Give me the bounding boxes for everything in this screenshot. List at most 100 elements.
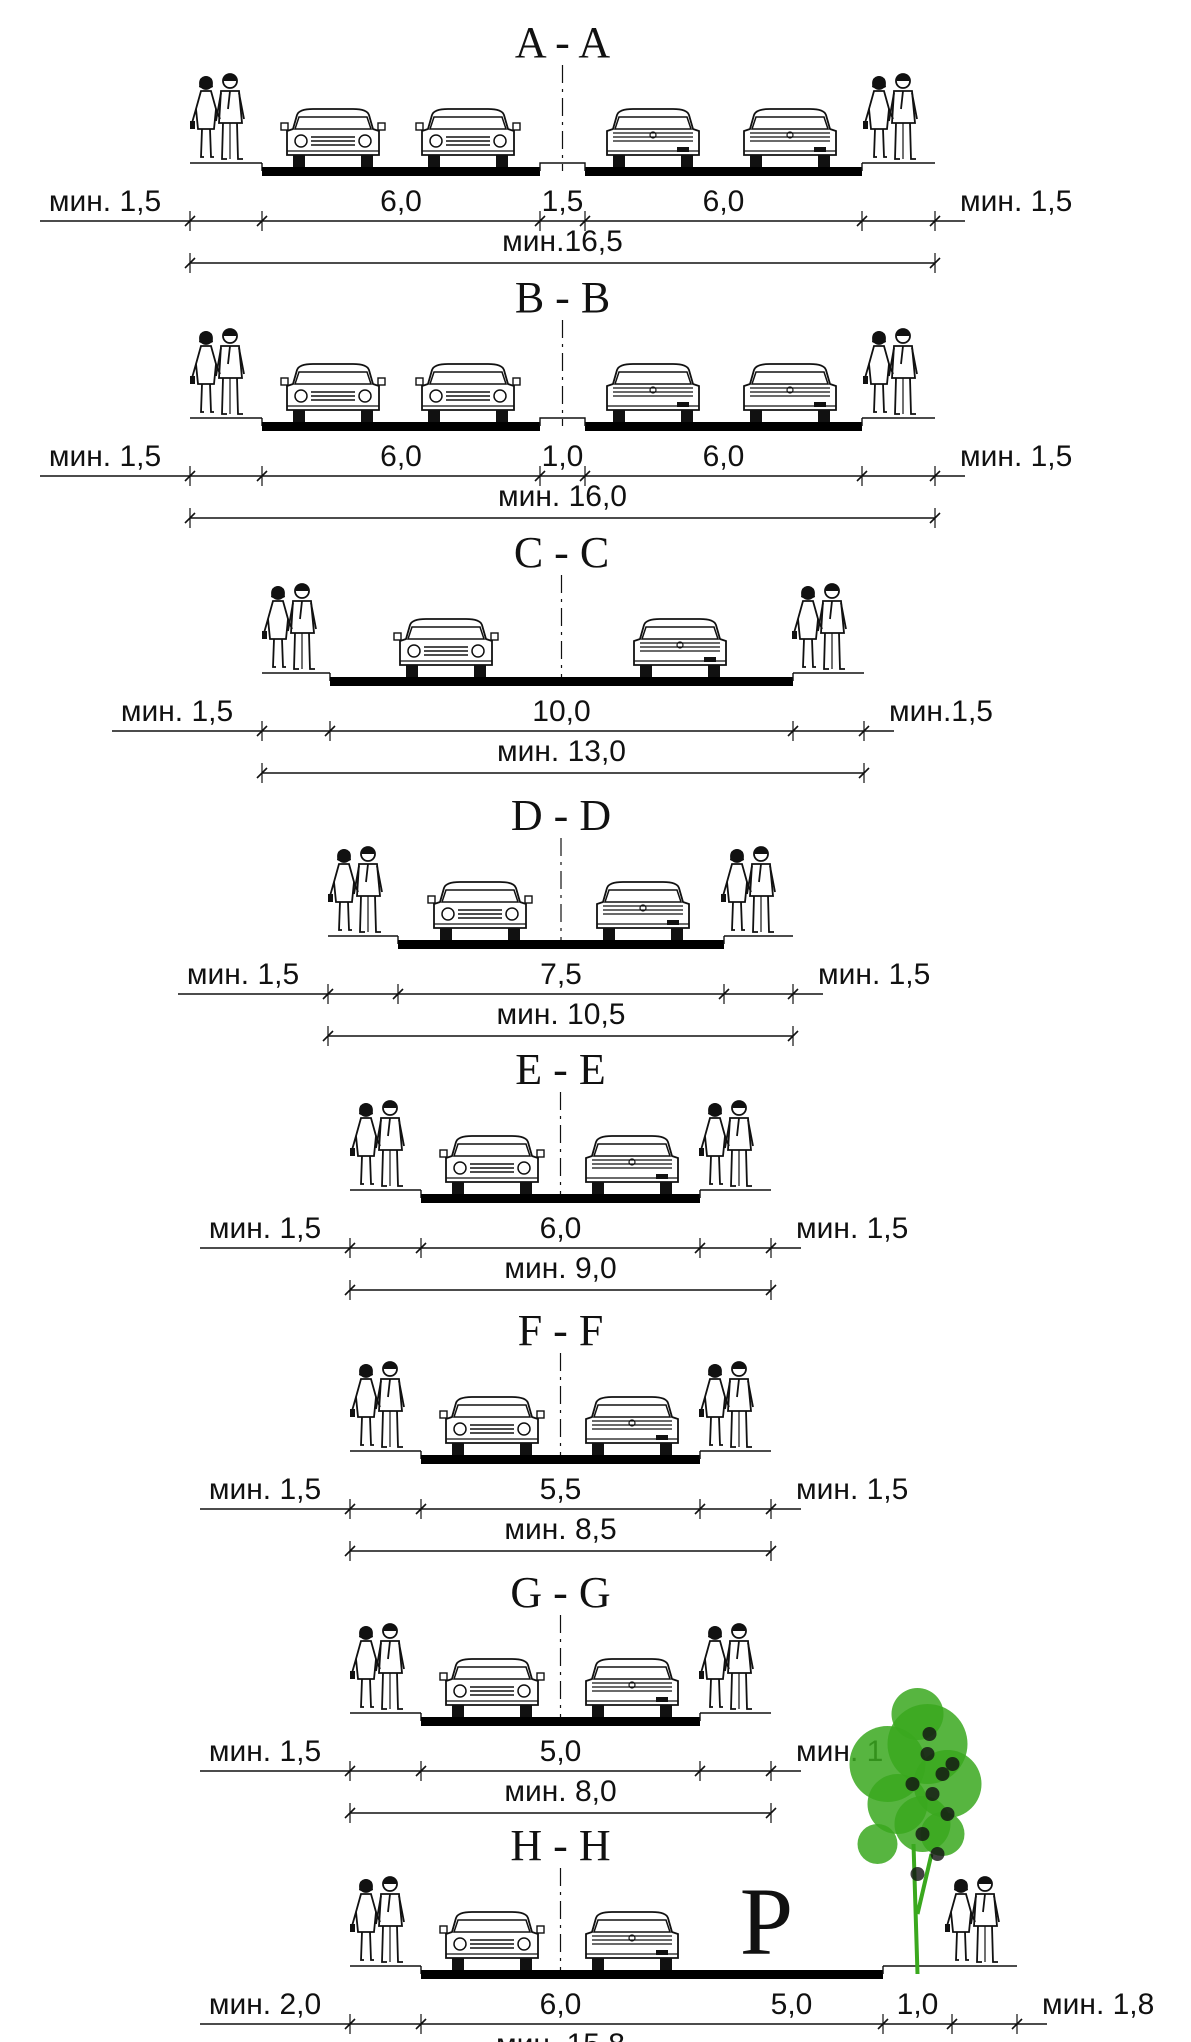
tree-shadow-mark bbox=[915, 1827, 930, 1841]
tree-foliage bbox=[891, 1688, 944, 1740]
parking-symbol: P bbox=[740, 1868, 793, 1975]
tree-icon bbox=[849, 1688, 982, 1975]
carriageway bbox=[421, 1455, 700, 1464]
median-width-label: 1,0 bbox=[542, 440, 584, 473]
carriageway bbox=[421, 1717, 700, 1726]
tree-shadow-mark bbox=[905, 1777, 920, 1791]
tree-shadow-mark bbox=[920, 1747, 935, 1761]
tree-shadow-mark bbox=[925, 1787, 940, 1801]
sidewalk-left-width-label: мин. 2,0 bbox=[209, 1988, 321, 2021]
carriageway bbox=[330, 677, 793, 686]
carriageway-left bbox=[262, 422, 540, 431]
tree-strip-width-label: 1,0 bbox=[897, 1988, 939, 2021]
carriageway-right bbox=[585, 167, 862, 176]
sidewalk-left-width-label: мин. 1,5 bbox=[49, 185, 161, 218]
sidewalk-left-width-label: мин. 1,5 bbox=[209, 1735, 321, 1768]
total-width-label: мин.16,5 bbox=[502, 225, 623, 258]
sidewalk-right-width-label: мин. 1,5 bbox=[960, 185, 1072, 218]
car-rear-icon bbox=[743, 108, 837, 168]
median-width-label: 1,5 bbox=[542, 185, 584, 218]
pedestrian-couple-icon bbox=[698, 1623, 754, 1710]
total-width-label: мин. 10,5 bbox=[496, 998, 625, 1031]
carriageway-width-label: 5,5 bbox=[540, 1473, 582, 1506]
car-front-icon bbox=[393, 618, 499, 678]
sidewalk-right-width-label: мин.1,5 bbox=[889, 695, 993, 728]
tree-shadow-mark bbox=[935, 1767, 950, 1781]
car-front-icon bbox=[439, 1658, 545, 1718]
total-width-label: мин. 16,0 bbox=[498, 480, 627, 513]
pedestrian-couple-icon bbox=[698, 1100, 754, 1187]
sidewalk-right-width-label: мин. 1,5 bbox=[818, 958, 930, 991]
car-rear-icon bbox=[633, 618, 727, 678]
car-rear-icon bbox=[606, 363, 700, 423]
sidewalk-right-width-label: мин. 1,5 bbox=[796, 1473, 908, 1506]
carriageway-left bbox=[262, 167, 540, 176]
total-width-label: мин. 13,0 bbox=[497, 735, 626, 768]
pedestrian-couple-icon bbox=[349, 1361, 405, 1448]
carriageway bbox=[421, 1970, 883, 1979]
carriageway-right bbox=[585, 422, 862, 431]
car-rear-icon bbox=[606, 108, 700, 168]
sidewalk-left-width-label: мин. 1,5 bbox=[209, 1212, 321, 1245]
carriageway-width-label: 6,0 bbox=[703, 440, 745, 473]
car-rear-icon bbox=[743, 363, 837, 423]
total-width-label: мин. 8,0 bbox=[504, 1775, 616, 1808]
carriageway bbox=[398, 940, 724, 949]
sidewalk-left-width-label: мин. 1,5 bbox=[209, 1473, 321, 1506]
pedestrian-couple-icon bbox=[349, 1100, 405, 1187]
car-front-icon bbox=[415, 108, 521, 168]
section-title: H - H bbox=[510, 1821, 610, 1870]
tree-shadow-mark bbox=[910, 1867, 925, 1881]
tree-shadow-mark bbox=[930, 1847, 945, 1861]
section-title: G - G bbox=[510, 1568, 610, 1617]
car-front-icon bbox=[280, 363, 386, 423]
car-rear-icon bbox=[596, 881, 690, 941]
carriageway-width-label: 6,0 bbox=[540, 1988, 582, 2021]
carriageway bbox=[421, 1194, 700, 1203]
car-rear-icon bbox=[585, 1135, 679, 1195]
carriageway-width-label: 10,0 bbox=[532, 695, 590, 728]
car-front-icon bbox=[439, 1911, 545, 1971]
median-strip bbox=[539, 162, 586, 171]
sidewalk-right-width-label: мин. 1,8 bbox=[1042, 1988, 1154, 2021]
sidewalk-right-width-label: мин. 1,5 bbox=[960, 440, 1072, 473]
section-dd: D - D мин. 1,5 мин. 1,5 7,5 мин. 10,5 bbox=[178, 791, 930, 1046]
section-title: A - A bbox=[515, 18, 611, 67]
carriageway-width-label: 5,0 bbox=[540, 1735, 582, 1768]
sidewalk-left-width-label: мин. 1,5 bbox=[187, 958, 299, 991]
pedestrian-couple-icon bbox=[327, 846, 383, 933]
pedestrian-couple-icon bbox=[349, 1876, 405, 1963]
car-front-icon bbox=[280, 108, 386, 168]
section-title: B - B bbox=[515, 273, 610, 322]
pedestrian-couple-icon bbox=[189, 328, 245, 415]
car-front-icon bbox=[427, 881, 533, 941]
carriageway-width-label: 7,5 bbox=[540, 958, 582, 991]
section-title: D - D bbox=[511, 791, 611, 840]
tree-shadow-mark bbox=[945, 1757, 960, 1771]
carriageway-width-label: 6,0 bbox=[540, 1212, 582, 1245]
sidewalk-right-width-label: мин. 1,5 bbox=[796, 1212, 908, 1245]
car-front-icon bbox=[439, 1396, 545, 1456]
car-front-icon bbox=[439, 1135, 545, 1195]
sidewalk-left-width-label: мин. 1,5 bbox=[49, 440, 161, 473]
parking-width-label: 5,0 bbox=[771, 1988, 813, 2021]
pedestrian-couple-icon bbox=[720, 846, 776, 933]
car-rear-icon bbox=[585, 1658, 679, 1718]
tree-shadow-mark bbox=[922, 1727, 937, 1741]
carriageway-width-label: 6,0 bbox=[703, 185, 745, 218]
section-title: E - E bbox=[515, 1045, 605, 1094]
pedestrian-couple-icon bbox=[189, 73, 245, 160]
total-width-label: мин. 15,8 bbox=[496, 2028, 625, 2042]
section-title: C - C bbox=[514, 528, 609, 577]
car-front-icon bbox=[415, 363, 521, 423]
car-rear-icon bbox=[585, 1396, 679, 1456]
median-strip bbox=[539, 417, 586, 426]
